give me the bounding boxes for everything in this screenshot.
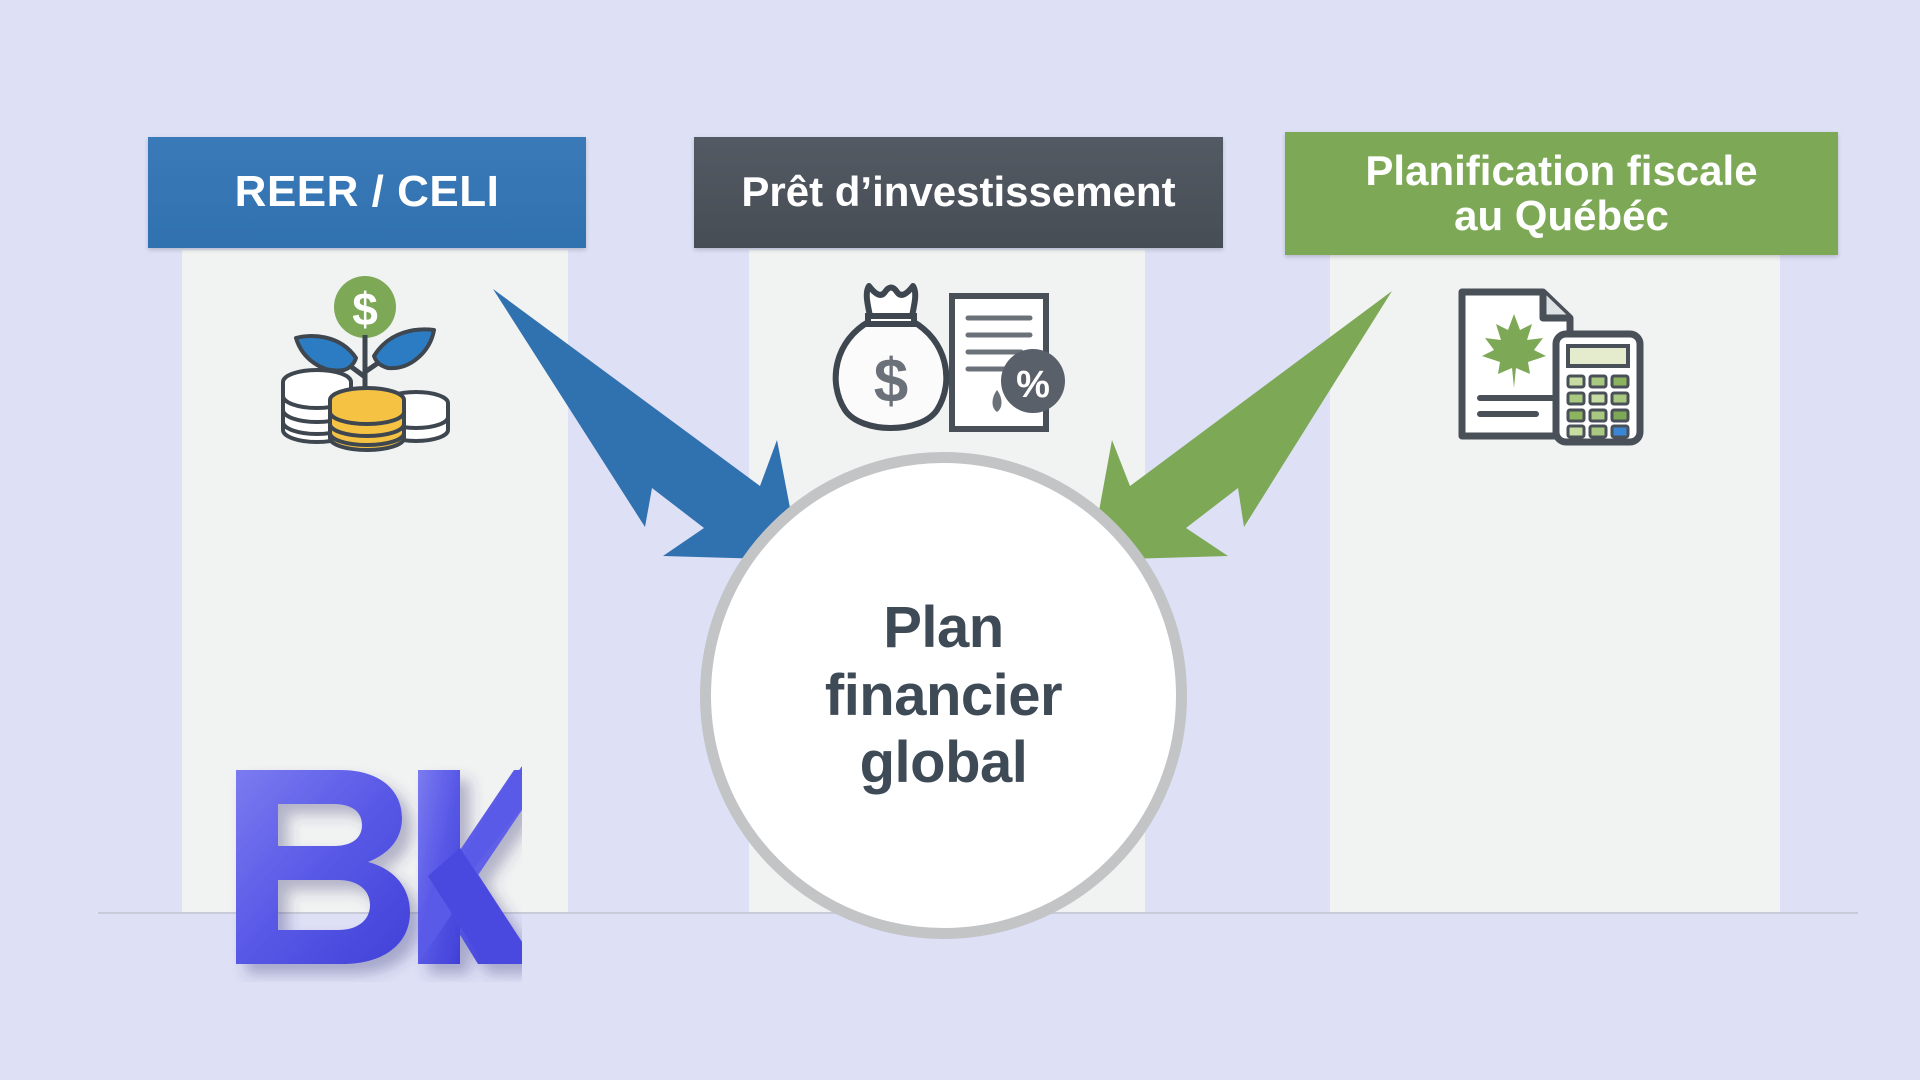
circle-label-line3: global [859,730,1028,796]
bk-logo [222,752,522,982]
circle-label: Plan financier global [700,452,1187,939]
coins-plant-icon: $ [270,272,460,452]
svg-text:%: % [1016,364,1050,406]
header-pret-investissement[interactable]: Prêt d’investissement [694,137,1223,248]
header-planification-fiscale-label-line1: Planification fiscale [1365,147,1758,195]
header-reer-celi[interactable]: REER / CELI [148,137,586,248]
circle-ring [700,452,1187,939]
header-planification-fiscale[interactable]: Planification fiscale au Québéc [1285,132,1838,255]
money-bag-contract-icon: $ % [825,278,1075,443]
header-pret-investissement-label: Prêt d’investissement [741,168,1176,216]
plan-financier-global-node[interactable]: Plan financier global [700,452,1187,939]
svg-text:$: $ [874,347,908,416]
header-reer-celi-label: REER / CELI [234,167,500,217]
svg-text:$: $ [352,283,378,335]
header-planification-fiscale-label-line2: au Québéc [1454,191,1669,239]
tax-document-calculator-icon [1448,280,1648,450]
circle-label-line2: financier [824,662,1063,728]
circle-label-line1: Plan [883,594,1004,660]
